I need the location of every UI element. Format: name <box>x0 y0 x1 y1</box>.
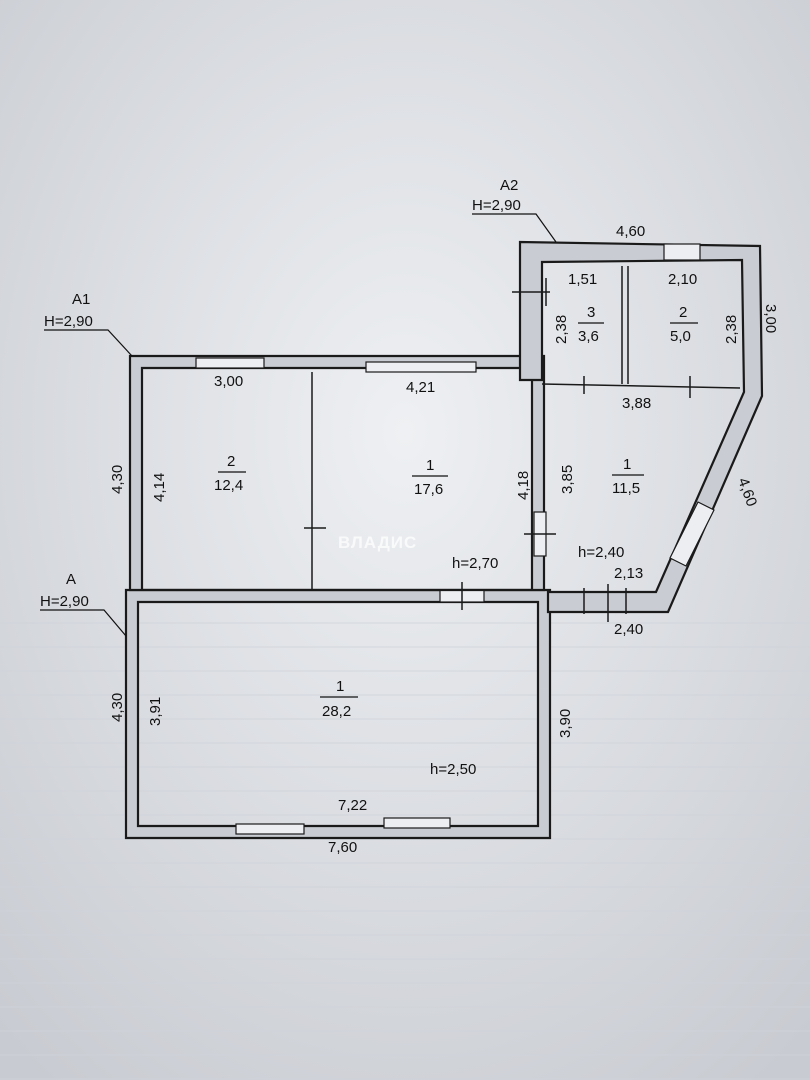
window-a1-top-2 <box>365 361 477 373</box>
room-a-1-area: 28,2 <box>322 703 351 720</box>
dim-a1-room2-width: 3,00 <box>214 373 243 390</box>
dim-a2-bottom-outer: 2,40 <box>614 621 643 638</box>
room-a2-1-area: 11,5 <box>612 480 640 497</box>
dim-a2-room1-height: 3,85 <box>559 465 576 494</box>
room-a2-2-area: 5,0 <box>670 328 691 345</box>
dim-a1-room1-height: 4,18 <box>515 471 532 500</box>
block-a1-name: А1 <box>72 291 90 308</box>
window-a1-top-1 <box>195 357 265 369</box>
window-a-bottom-1 <box>235 823 305 835</box>
dim-a-inner-width: 7,22 <box>338 797 367 814</box>
room-a2-3-area: 3,6 <box>578 328 599 345</box>
room-a2-3-num: 3 <box>587 304 595 321</box>
dim-a2-room2-width: 2,10 <box>668 271 697 288</box>
dim-a-left-outer: 4,30 <box>109 693 126 722</box>
window-a2-diagonal <box>669 501 715 567</box>
room-a2-1-num: 1 <box>623 456 631 473</box>
dim-a2-top: 4,60 <box>616 223 645 240</box>
room-a-1-num: 1 <box>336 678 344 695</box>
dim-a2-room2-height: 2,38 <box>723 315 740 344</box>
block-a2-walls <box>512 240 764 622</box>
dim-a2-room3-width: 1,51 <box>568 271 597 288</box>
height-a1: h=2,70 <box>452 555 498 572</box>
dim-a-outer-width: 7,60 <box>328 839 357 856</box>
room-a1-2-num: 2 <box>227 453 235 470</box>
dim-a-left-inner: 3,91 <box>147 697 164 726</box>
paper-lines <box>0 620 810 1080</box>
watermark: ВЛАДИС <box>338 533 417 552</box>
block-a-name: А <box>66 571 76 588</box>
dim-a1-room1-width: 4,21 <box>406 379 435 396</box>
room-a1-1-area: 17,6 <box>414 481 443 498</box>
block-a-height: Н=2,90 <box>40 593 89 610</box>
block-a2-height: Н=2,90 <box>472 197 521 214</box>
block-a1-height: Н=2,90 <box>44 313 93 330</box>
block-a2-name: А2 <box>500 177 518 194</box>
dim-a1-left-outer: 4,30 <box>109 465 126 494</box>
room-a2-2-num: 2 <box>679 304 687 321</box>
fraction-bars <box>218 322 698 698</box>
height-a2: h=2,40 <box>578 544 624 561</box>
dim-a2-room3-height: 2,38 <box>553 315 570 344</box>
dim-a2-bottom-inner: 2,13 <box>614 565 643 582</box>
height-a: h=2,50 <box>430 761 476 778</box>
window-a-bottom-2 <box>383 817 451 829</box>
block-a1-walls <box>128 354 556 592</box>
room-a1-1-num: 1 <box>426 457 434 474</box>
dim-a2-right-outer: 3,00 <box>762 304 779 333</box>
room-a1-2-area: 12,4 <box>214 477 243 494</box>
dim-a2-room1-width: 3,88 <box>622 395 651 412</box>
window-a2-top <box>663 243 701 261</box>
leader-lines <box>40 213 557 637</box>
dim-a1-room2-height: 4,14 <box>151 473 168 502</box>
dim-a-right: 3,90 <box>557 709 574 738</box>
